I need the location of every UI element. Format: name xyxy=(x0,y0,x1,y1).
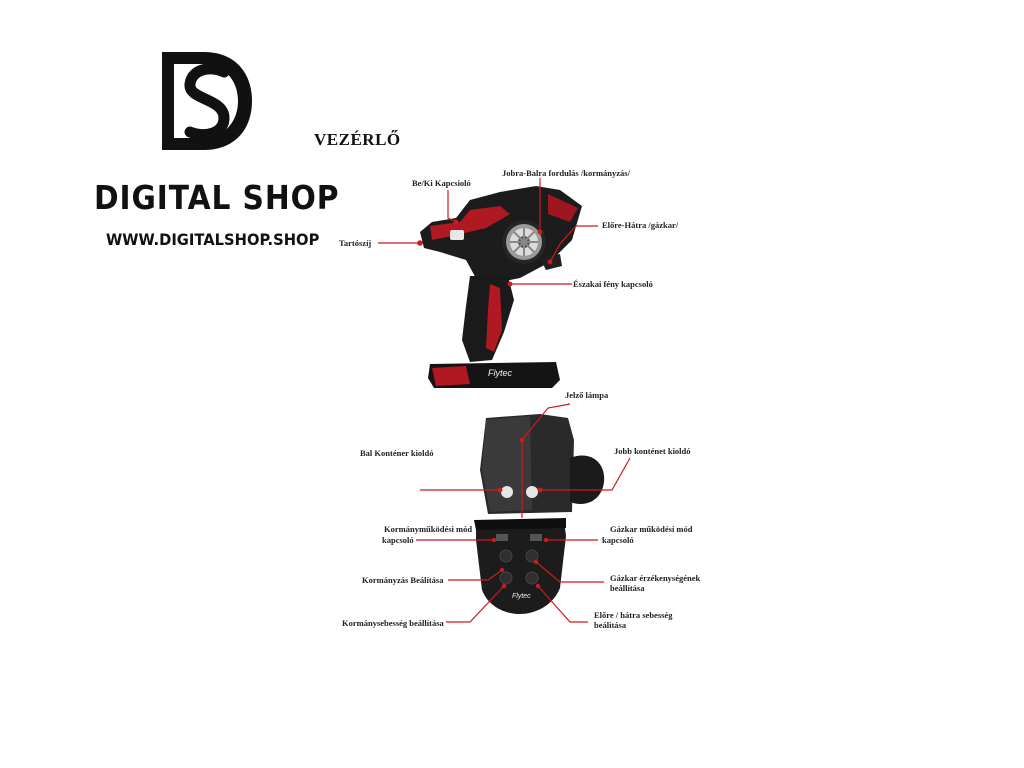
label-throttle-sensitivity-1: Gázkar érzékenységének xyxy=(610,573,701,583)
controller-back-view: Flytec xyxy=(416,403,631,623)
brand-name: DIGITAL SHOP xyxy=(94,178,340,217)
label-throttle-mode-1: Gázkar működési mód xyxy=(610,524,693,534)
label-throttle: Előre-Hátra /gázkar/ xyxy=(602,220,679,230)
label-fwd-back-speed-2: beálítása xyxy=(594,620,627,630)
label-signal-lamp: Jelző lámpa xyxy=(565,390,609,400)
label-strap: Tartószíj xyxy=(339,238,372,248)
label-left-release: Bal Konténer kioldó xyxy=(360,448,434,458)
label-steering: Jobra-Balra fordulás /kormányzás/ xyxy=(502,168,630,178)
back-product-label: Flytec xyxy=(512,593,531,600)
power-switch xyxy=(450,230,464,240)
label-fwd-back-speed-1: Előre / hátra sebesség xyxy=(594,610,673,620)
label-right-release: Jobb konténet kioldó xyxy=(614,446,691,456)
label-power-switch: Be/Ki Kapcsioló xyxy=(412,178,471,188)
label-throttle-sensitivity-2: beállítása xyxy=(610,583,645,593)
right-release-button xyxy=(526,486,538,498)
digital-shop-logo-icon xyxy=(162,52,252,150)
controller-side-view: Flytec xyxy=(378,178,598,388)
label-steering-adjust: Kormányzás Beálítása xyxy=(362,575,444,585)
label-light-switch: Északai fény kapcsoló xyxy=(573,279,653,289)
label-steering-mode-2: kapcsoló xyxy=(382,535,414,545)
side-product-label: Flytec xyxy=(488,368,513,378)
page-title: VEZÉRLŐ xyxy=(314,130,401,149)
label-steering-speed: Kormánysebesség beállítása xyxy=(342,618,444,628)
label-steering-mode-1: Kormányműködési mód xyxy=(384,524,473,534)
label-throttle-mode-2: kapcsoló xyxy=(602,535,634,545)
brand-url: WWW.DIGITALSHOP.SHOP xyxy=(106,230,320,249)
steering-wheel-icon xyxy=(502,220,546,264)
left-release-button xyxy=(501,486,513,498)
